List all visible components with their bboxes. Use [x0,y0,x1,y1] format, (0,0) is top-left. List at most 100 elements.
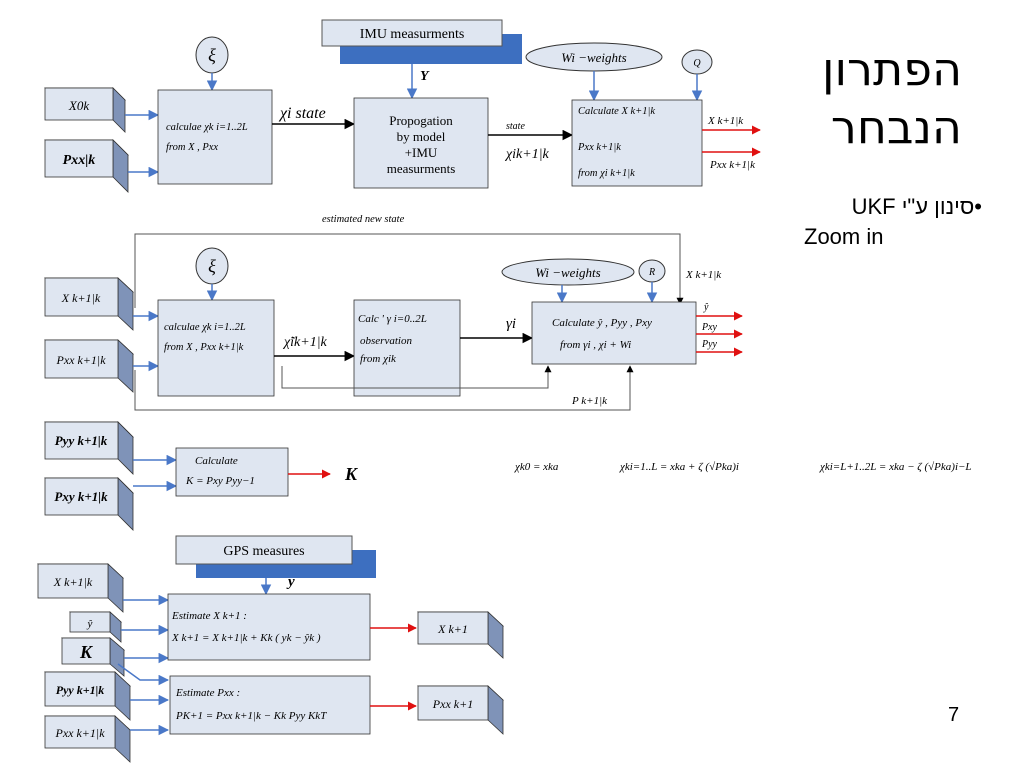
weights-label: Wi −weights [535,265,600,280]
bullet-item: Zoom in [804,224,884,249]
input-x-pred-label: X k+1|k [61,291,101,305]
stage1: IMU measurments Y ξ X0k Pxx|k calculae χ… [44,19,761,193]
input-yhat: ŷ [68,611,123,643]
calc2-line-2: from γi , χi + Wi [560,339,631,351]
bullet-item: •סינון ע"י UKF [851,194,982,219]
sigma-line-1: calculae χk i=1..2L [164,322,246,333]
input-pxy-label: Pxy k+1|k [54,489,108,504]
calculate-cov-box [531,301,697,365]
weights-label: Wi −weights [561,50,626,65]
slide-title-line-1: הפתרון [821,42,962,96]
obs-line-3: from χik [360,353,397,365]
gain-line-1: Calculate [195,455,238,467]
formula-3: χki=L+1..2L = xka − ζ (√Pka)i−L [819,461,972,473]
out-x-label: X k+1|k [707,115,744,127]
prop-line-3: +IMU [405,145,438,160]
gps-y-label: y [286,574,295,590]
xi-symbol: ξ [208,45,216,65]
input-pxx: Pxx|k [44,139,129,193]
formula-1: χk0 = xka [514,461,559,473]
input-pyy-label: Pyy k+1|k [56,683,104,697]
input-x-pred: X k+1|k [43,277,135,331]
estimate-state-box [167,593,371,661]
feedback-p-label: P k+1|k [571,395,608,407]
prop-line-4: measurments [387,161,456,176]
state-label: state [506,121,525,132]
observation-box [353,299,461,397]
kalman-gain-box [175,447,289,497]
input-pxx: Pxx k+1|k [43,715,132,763]
gain-line-2: K = Pxy Pyy−1 [185,475,255,487]
weights-node [501,258,635,286]
input-pxx-pred-label: Pxx k+1|k [55,353,106,367]
input-k: K [60,637,126,677]
output-x: X k+1 [416,611,505,659]
q-label: Q [693,58,701,69]
out-yhat-label: ŷ [703,302,709,313]
out-p-label: Pxx k+1|k [709,159,756,171]
input-pxx-label: Pxx k+1|k [54,726,105,740]
input-x-pred: X k+1|k [36,563,125,613]
estimated-state-label: estimated new state [322,214,405,225]
obs-line-2: observation [360,335,412,347]
calc-line-2: Pxx k+1|k [577,142,621,153]
prop-line-1: Propogation [389,113,453,128]
gps-label: GPS measures [223,544,304,559]
sigma-point-box [157,299,275,397]
gamma-label: γi [506,316,516,332]
input-pxx-label: Pxx|k [63,153,96,168]
imu-y-label: Y [420,69,430,84]
out-pyy-label: Pyy [701,339,718,350]
chi-state-label: χi state [278,105,326,122]
input-pyy: Pyy k+1|k [43,671,132,721]
input-pyy-label: Pyy k+1|k [55,433,108,448]
stage4: GPS measures y X k+1|k ŷ K [36,535,505,763]
feedback-line [281,365,552,389]
calculate-mean-box [571,99,703,187]
input-k-label: K [79,642,94,662]
sigma-line-2: from X , Pxx [166,142,218,153]
stage2: estimated new state X k+1|k ξ X k+1|k Px… [43,214,743,411]
est-p-line-1: Estimate Pxx : [175,687,240,699]
est-p-line-2: PK+1 = Pxx k+1|k − Kk Pyy KkT [175,710,327,722]
output-x-label: X k+1 [437,622,468,636]
feedback-x-label: X k+1|k [685,269,722,281]
slide-title: הפתרון הנבחר [742,40,962,156]
chi-tilde-label: χ̃ik+1|k [282,335,328,350]
output-pxx: Pxx k+1 [416,685,505,735]
imu-label: IMU measurments [360,27,465,42]
input-pxy: Pxy k+1|k [44,477,134,531]
calc2-line-1: Calculate ŷ , Pyy , Pxy [552,317,652,329]
sigma-line-2: from X , Pxx k+1|k [164,342,244,353]
output-pxx-label: Pxx k+1 [432,697,473,711]
page-number: 7 [948,704,960,726]
sigma-formulas: χk0 = xka χki=1..L = xka + ζ (√Pka)i χki… [514,461,972,473]
input-x-pred-label: X k+1|k [53,575,93,589]
out-k-label: K [344,464,359,484]
gps-banner [175,535,353,565]
calc-line-1: Calculate X k+1|k [578,106,655,117]
formula-2: χki=1..L = xka + ζ (√Pka)i [619,461,739,473]
calc-line-3: from χi k+1|k [578,168,635,179]
input-pyy: Pyy k+1|k [44,421,134,475]
input-x0-label: X0k [68,98,89,113]
est-x-line-2: X k+1 = X k+1|k + Kk ( yk − ŷk ) [171,632,321,644]
input-yhat-label: ŷ [87,618,93,630]
stage3: Pyy k+1|k Pxy k+1|k Calculate K = Pxy Py… [44,421,359,531]
propagation-box [353,97,489,189]
sigma-line-1: calculae χk i=1..2L [166,122,248,133]
xi-symbol: ξ [208,256,216,276]
input-x0: X0k [44,87,126,133]
feedback-line [134,233,684,308]
feedback-line [134,365,634,411]
chi-pred-label: χik+1|k [504,147,550,162]
bullet-list: •סינון ע"י UKF Zoom in [782,192,982,252]
r-label: R [648,267,655,278]
sigma-point-box [157,89,273,185]
out-pxy-label: Pxy [701,322,718,333]
prop-line-2: by model [397,129,446,144]
estimate-cov-box [169,675,371,735]
arrow [117,663,170,686]
est-x-line-1: Estimate X k+1 : [171,610,247,622]
